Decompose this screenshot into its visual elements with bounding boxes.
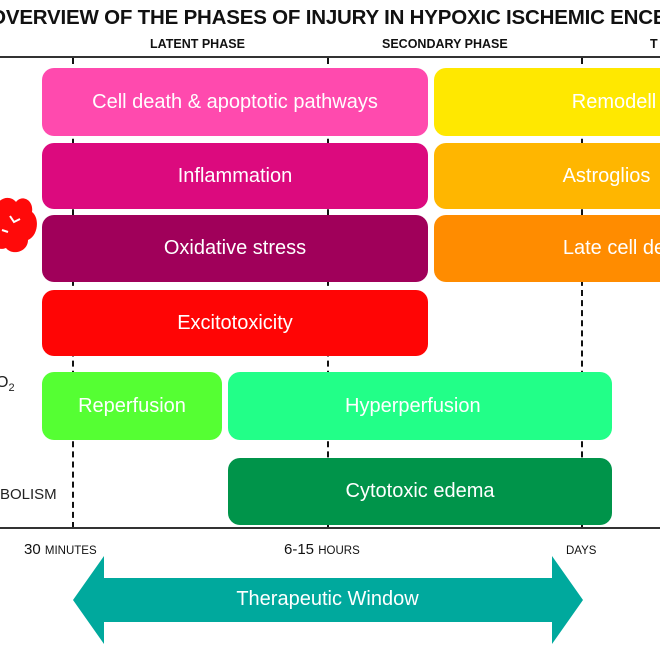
diagram-title: C OVERVIEW OF THE PHASES OF INJURY IN HY… xyxy=(0,6,660,29)
box-oxidative-stress: Oxidative stress xyxy=(42,215,428,282)
box-astrogliosis: Astroglios xyxy=(434,143,660,209)
box-label: Remodell xyxy=(571,90,657,113)
tick-number: 6-15 xyxy=(284,541,315,558)
phase-tertiary: T xyxy=(650,37,658,51)
box-cell-death: Cell death & apoptotic pathways xyxy=(42,68,428,136)
phase-secondary: SECONDARY PHASE xyxy=(382,37,508,51)
box-label: Cell death & apoptotic pathways xyxy=(92,90,378,113)
o2-subscript: 2 xyxy=(8,382,15,395)
box-label: Reperfusion xyxy=(78,394,186,417)
tick-days: DAYS xyxy=(566,541,596,558)
metabolism-label: BOLISM xyxy=(0,486,57,503)
brain-icon xyxy=(0,197,37,253)
box-remodelling: Remodell xyxy=(434,68,660,136)
box-inflammation: Inflammation xyxy=(42,143,428,209)
box-label: Late cell de xyxy=(562,237,660,259)
box-label: Hyperperfusion xyxy=(345,394,481,417)
tick-unit: MINUTES xyxy=(44,545,97,557)
tick-number: 30 xyxy=(24,541,41,558)
tick-6-15-hours: 6-15 HOURS xyxy=(284,541,360,558)
tick-unit: DAYS xyxy=(566,545,597,557)
timeline-axis xyxy=(0,527,660,529)
box-reperfusion: Reperfusion xyxy=(42,372,222,440)
phase-latent: LATENT PHASE xyxy=(150,37,245,51)
box-label: Cytotoxic edema xyxy=(345,480,495,502)
box-excitotoxicity: Excitotoxicity xyxy=(42,290,428,356)
box-label: Excitotoxicity xyxy=(177,311,293,334)
box-label: Oxidative stress xyxy=(163,237,307,259)
box-label: Inflammation xyxy=(177,164,293,187)
box-cytotoxic-edema: Cytotoxic edema xyxy=(228,458,612,525)
box-hyperperfusion: Hyperperfusion xyxy=(228,372,612,440)
o2-text: O xyxy=(0,374,9,391)
tick-30-minutes: 30 MINUTES xyxy=(24,541,97,558)
tick-unit: HOURS xyxy=(318,545,360,557)
top-divider xyxy=(0,56,660,58)
timeline-marker-days xyxy=(581,58,583,528)
oxygen-label: O2 xyxy=(0,374,15,394)
therapeutic-window-label: Therapeutic Window xyxy=(236,588,419,610)
box-label: Astroglios xyxy=(562,164,651,187)
box-late-cell-death: Late cell de xyxy=(434,215,660,282)
